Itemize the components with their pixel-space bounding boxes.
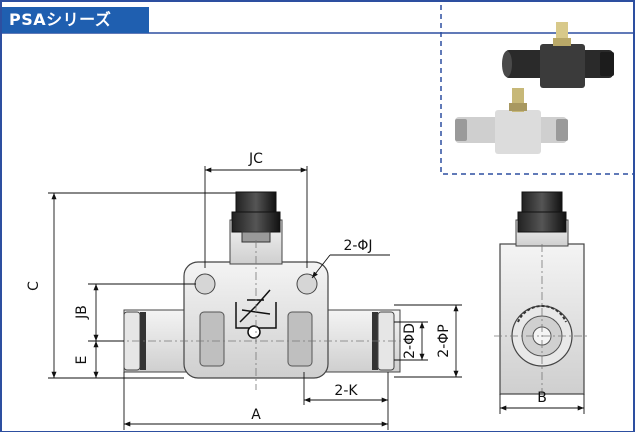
right-port-window	[287, 311, 313, 367]
label-b: B	[537, 390, 547, 406]
label-jc: JC	[248, 151, 263, 167]
label-2phip: 2-ΦP	[436, 324, 452, 357]
adjust-knob-upper	[235, 191, 277, 213]
side-dimensions	[499, 394, 585, 414]
front-dimensions	[48, 166, 462, 430]
product-photo-inset	[440, 5, 633, 175]
photo-valve-black	[502, 22, 614, 88]
flow-control-symbol	[235, 289, 277, 339]
side-view	[494, 191, 590, 395]
side-knob-lower	[517, 211, 567, 233]
label-2phid: 2-ΦD	[402, 323, 418, 359]
label-a: A	[251, 407, 261, 423]
label-c: C	[26, 281, 42, 291]
mounting-hole-right	[296, 273, 318, 295]
adjust-knob-lower	[231, 211, 281, 233]
label-2k: 2-K	[334, 383, 358, 399]
side-knob-upper	[521, 191, 563, 213]
left-port-window	[199, 311, 225, 367]
mounting-hole-left	[194, 273, 216, 295]
photo-valve-silver	[455, 88, 568, 154]
label-jb: JB	[74, 305, 90, 320]
label-2phij: 2-ΦJ	[343, 238, 372, 254]
series-title: PSAシリーズ	[2, 7, 149, 33]
front-view	[116, 191, 410, 390]
label-e: E	[74, 356, 90, 365]
